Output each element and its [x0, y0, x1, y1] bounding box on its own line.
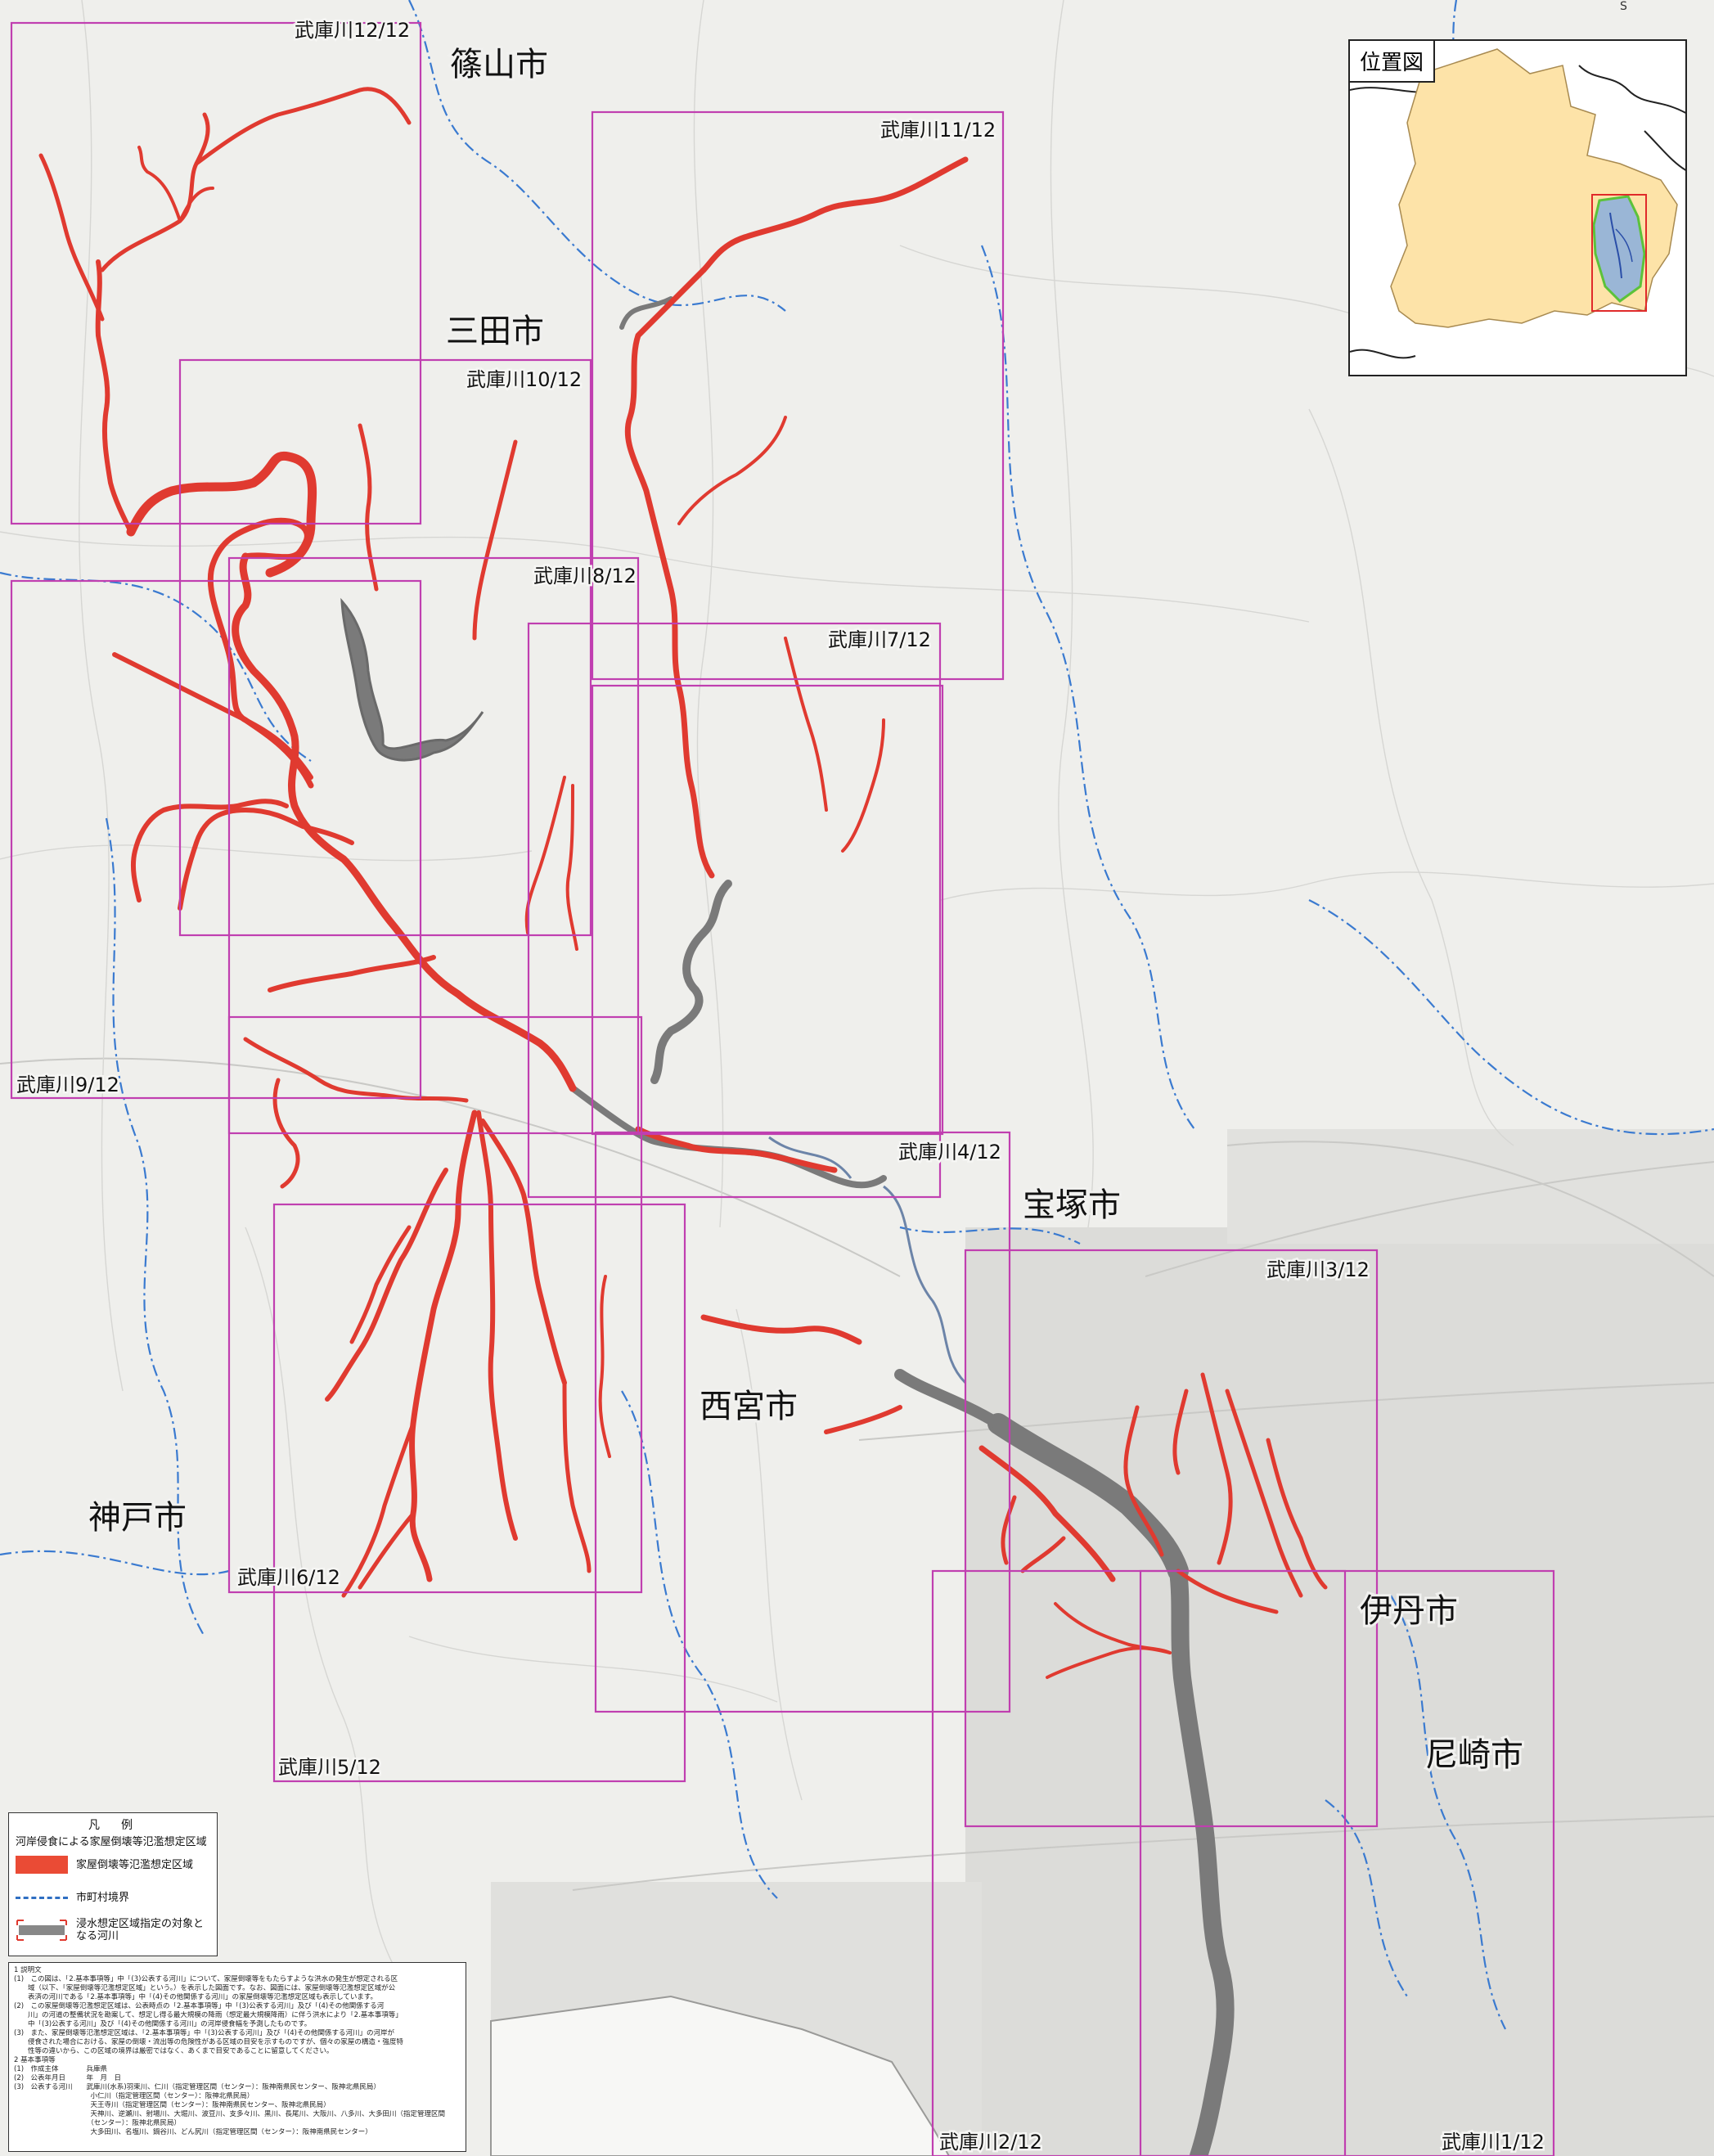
- note-line: 侵食された場合における、家屋の倒壊・流出等の危険性がある区域の目安を示すものです…: [14, 2038, 403, 2046]
- sheet-frame-7[interactable]: [527, 622, 942, 1199]
- sheet-label-6: 武庫川6/12: [237, 1566, 340, 1589]
- sheet-label-3: 武庫川3/12: [1266, 1258, 1370, 1281]
- note-line: （センター）：阪神北県民局）: [14, 2119, 182, 2127]
- note-line: 1 説明文: [14, 1966, 42, 1974]
- inset-extent-frame: [1591, 194, 1647, 312]
- city-label-itami: 伊丹市: [1360, 1592, 1458, 1630]
- sheet-labels: 武庫川12/12 武庫川11/12 武庫川10/12 武庫川8/12 武庫川7/…: [15, 17, 1547, 2156]
- sheet-frame-5[interactable]: [272, 1203, 686, 1783]
- city-labels: 篠山市 三田市 宝塚市 西宮市 神戸市 伊丹市 尼崎市: [86, 43, 1526, 1776]
- note-line: (3) また、家屋倒壊等氾濫想定区域は、「2.基本事項等」中「(3)公表する河川…: [14, 2029, 394, 2037]
- sheet-frame-1[interactable]: [1139, 1569, 1555, 2156]
- minor-rivers: [768, 1136, 967, 1384]
- sheet-frame-6[interactable]: [227, 1015, 643, 1594]
- city-label-sanda: 三田市: [446, 313, 544, 350]
- urban-area: [491, 1129, 1714, 2156]
- sheet-frame-10[interactable]: [178, 358, 592, 937]
- sheet-label-9: 武庫川9/12: [16, 1073, 119, 1096]
- city-label-sasayama: 篠山市: [450, 46, 548, 83]
- sheet-label-11: 武庫川11/12: [880, 119, 996, 142]
- sheet-label-12: 武庫川12/12: [295, 19, 410, 42]
- legend-item-boundary: 市町村境界: [16, 1892, 129, 1904]
- designated-river-channels: [340, 296, 1235, 2156]
- legend-item-designated-river: 浸水想定区域指定の対象となる河川: [16, 1918, 207, 1942]
- sheet-label-2: 武庫川2/12: [939, 2131, 1042, 2154]
- sheet-frame-8[interactable]: [227, 556, 640, 1135]
- note-line: 2 基本事項等: [14, 2056, 56, 2064]
- sea: [490, 1995, 951, 2156]
- sheet-label-1: 武庫川1/12: [1442, 2131, 1545, 2154]
- sheet-label-7: 武庫川7/12: [828, 628, 931, 651]
- note-line: 表済の河川である「2.基本事項等」中「(4)その他関係する河川」の家屋倒壊等氾濫…: [14, 1993, 377, 2001]
- legend-item-label: 浸水想定区域指定の対象となる河川: [76, 1918, 205, 1942]
- legend-title: 凡 例: [88, 1819, 137, 1832]
- city-label-nishinomiya: 西宮市: [700, 1388, 798, 1425]
- note-line: 性等の違いから、この区域の境界は厳密ではなく、あくまで目安であることに留意してく…: [14, 2047, 334, 2055]
- sheet-label-4: 武庫川4/12: [898, 1141, 1001, 1164]
- sheet-label-8: 武庫川8/12: [533, 565, 637, 587]
- watershed-outline: [1592, 195, 1646, 303]
- note-line: 域（以下、「家屋倒壊等氾濫想定区域」という。）を表示した図面です。なお、図面には…: [14, 1984, 396, 1992]
- sheet-frame-4[interactable]: [591, 684, 944, 1136]
- legend-item-label: 家屋倒壊等氾濫想定区域: [76, 1858, 194, 1871]
- compass-icon: S: [1620, 0, 1627, 13]
- note-line: 中「(3)公表する河川」及び「(4)その他関係する河川」の河岸侵食幅を予測したも…: [14, 2020, 312, 2028]
- inset-title: 位置図: [1350, 41, 1436, 83]
- note-line: (1) この図は、「2.基本事項等」中「(3)公表する河川」について、家屋倒壊等…: [14, 1975, 398, 1983]
- inset-map: [1350, 41, 1685, 375]
- note-line: 川」の河道の整備状況を勘案して、想定し得る最大規模の降雨（想定最大規模降雨）に伴…: [14, 2011, 403, 2019]
- note-line: 小仁川（指定管理区間（センター）：阪神北県民局）: [14, 2092, 254, 2100]
- sheet-frames: [10, 21, 1555, 2156]
- note-line: (3) 公表する河川 武庫川(水系)羽束川、仁川（指定管理区間（センター）：阪神…: [14, 2083, 380, 2091]
- sheet-label-5: 武庫川5/12: [278, 1756, 381, 1779]
- note-line: 天神川、逆瀬川、射場川、大堀川、波豆川、支多々川、黒川、長尾川、大阪川、八多川、…: [14, 2110, 446, 2118]
- sheet-frame-12[interactable]: [10, 21, 422, 525]
- city-label-kobe: 神戸市: [88, 1499, 187, 1537]
- sheet-frame-4b[interactable]: [594, 1131, 1011, 1713]
- legend-item-flood-area: 家屋倒壊等氾濫想定区域: [16, 1856, 193, 1874]
- note-line: (1) 作成主体 兵庫県: [14, 2065, 108, 2073]
- sheet-frame-3[interactable]: [964, 1249, 1379, 1828]
- reservoir-west: [340, 597, 484, 762]
- sheet-frame-11[interactable]: [591, 110, 1005, 681]
- legend-item-label: 市町村境界: [76, 1892, 130, 1904]
- note-line: (2) この家屋倒壊等氾濫想定区域は、公表時点の「2.基本事項等」中「(3)公表…: [14, 2002, 385, 2010]
- explanatory-notes: 1 説明文 (1) この図は、「2.基本事項等」中「(3)公表する河川」について…: [8, 1962, 466, 2152]
- sheet-frame-2[interactable]: [931, 1569, 1347, 2156]
- flood-area-swatch: [16, 1856, 68, 1874]
- city-label-takarazuka: 宝塚市: [1023, 1186, 1121, 1224]
- designated-river-swatch: [16, 1920, 67, 1941]
- note-line: 大多田川、名塩川、鍋谷川、どん尻川（指定管理区間（センター）：阪神南県民センター…: [14, 2128, 372, 2136]
- legend-subtitle: 河岸侵食による家屋倒壊等氾濫想定区域: [16, 1836, 207, 1848]
- sheet-frame-9[interactable]: [10, 579, 422, 1100]
- boundary-swatch: [16, 1897, 68, 1899]
- note-line: (2) 公表年月日 年 月 日: [14, 2074, 122, 2082]
- city-label-amagasaki: 尼崎市: [1425, 1736, 1523, 1774]
- sheet-label-10: 武庫川10/12: [466, 368, 582, 391]
- location-inset: 位置図: [1348, 39, 1687, 376]
- legend: 凡 例 河岸侵食による家屋倒壊等氾濫想定区域 家屋倒壊等氾濫想定区域 市町村境界…: [8, 1812, 218, 1956]
- compass-label: S: [1620, 0, 1627, 13]
- flood-assumed-areas: [38, 87, 1328, 1679]
- note-line: 天王寺川（指定管理区間（センター）：阪神南県民センター、阪神北県民局）: [14, 2101, 331, 2109]
